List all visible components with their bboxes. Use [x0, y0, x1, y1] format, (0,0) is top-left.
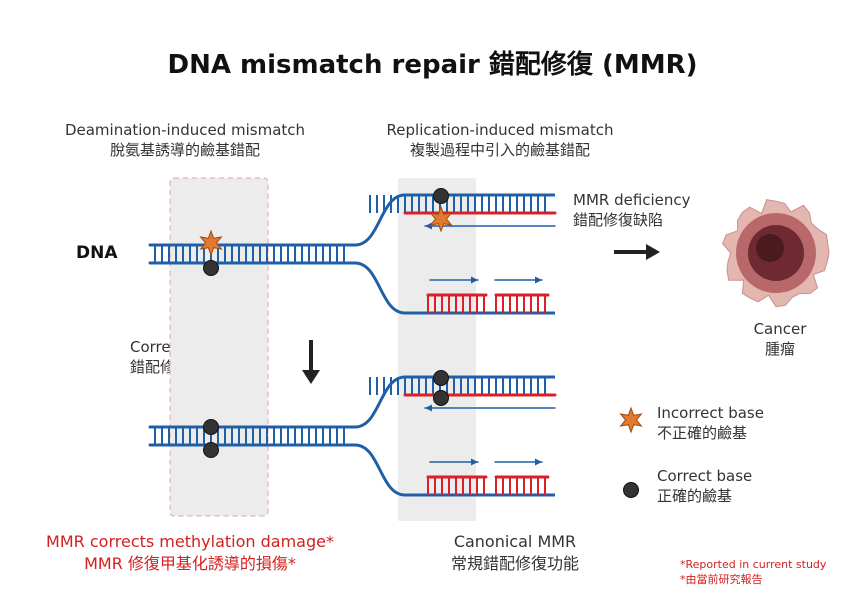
corrected-base-dot-bottom — [203, 442, 219, 458]
footnote-zh: *由當前研究報告 — [680, 573, 763, 586]
replication-label: Replication-induced mismatch 複製過程中引入的鹼基錯… — [350, 120, 650, 160]
footnote: *Reported in current study *由當前研究報告 — [680, 557, 826, 587]
top-fork-leading-arrow-head — [425, 222, 432, 230]
methylation-label-zh: MMR 修復甲基化誘導的損傷* — [84, 554, 296, 573]
top-correct-base-dot — [203, 260, 219, 276]
dna-label: DNA — [76, 243, 118, 263]
cancer-label-zh: 腫瘤 — [764, 340, 795, 358]
legend-correct-zh: 正確的鹼基 — [657, 487, 733, 505]
top-incorrect-base-star — [199, 229, 223, 257]
canonical-label: Canonical MMR 常規錯配修復功能 — [400, 531, 630, 575]
canonical-base-dot-top — [433, 370, 449, 386]
corrected-base-dot-top — [203, 419, 219, 435]
corrected-down-arrow-head — [302, 370, 320, 384]
legend-incorrect: Incorrect base 不正確的鹼基 — [657, 403, 764, 443]
bottom-fork-lagging-arrow-b-head — [535, 458, 542, 466]
canonical-label-en: Canonical MMR — [453, 532, 577, 551]
bottom-fork-lower-parental — [354, 443, 555, 497]
legend-correct: Correct base 正確的鹼基 — [657, 466, 752, 506]
replication-label-en: Replication-induced mismatch — [386, 121, 614, 139]
cancer-label: Cancer 腫瘤 — [730, 319, 830, 359]
deficiency-arrow-head — [646, 244, 660, 260]
bottom-fork-lagging-arrow-a-head — [471, 458, 478, 466]
legend-incorrect-zh: 不正確的鹼基 — [657, 424, 748, 442]
top-fork-lower-parental — [354, 261, 555, 315]
cancer-label-en: Cancer — [753, 320, 807, 338]
mmr-deficiency-zh: 錯配修復缺陷 — [573, 211, 664, 229]
legend-correct-dot-icon — [623, 482, 639, 498]
methylation-label-en: MMR corrects methylation damage* — [46, 532, 334, 551]
top-fork-upper-parental — [354, 193, 555, 247]
legend-incorrect-star-icon — [619, 406, 643, 434]
replication-label-zh: 複製過程中引入的鹼基錯配 — [409, 141, 590, 159]
footnote-en: *Reported in current study — [680, 558, 827, 571]
deamination-panel — [169, 177, 269, 517]
mmr-deficiency-label: MMR deficiency 錯配修復缺陷 — [573, 190, 691, 230]
page-title: DNA mismatch repair 錯配修復 (MMR) — [167, 50, 698, 80]
legend-correct-en: Correct base — [657, 467, 753, 485]
legend-incorrect-en: Incorrect base — [657, 404, 764, 422]
replication-correct-base-dot — [433, 188, 449, 204]
replication-incorrect-base-star — [429, 205, 453, 233]
top-fork-lagging-arrow-b-head — [535, 276, 542, 284]
canonical-base-dot-bottom — [433, 390, 449, 406]
bottom-fork-upper-parental — [354, 375, 555, 429]
mmr-deficiency-en: MMR deficiency — [573, 191, 691, 209]
replication-panel — [398, 178, 476, 521]
deamination-label-en: Deamination-induced mismatch — [64, 121, 306, 139]
deamination-label: Deamination-induced mismatch 脫氨基誘導的鹼基錯配 — [30, 120, 340, 160]
deamination-label-zh: 脫氨基誘導的鹼基錯配 — [109, 141, 260, 159]
cancer-center — [756, 234, 784, 262]
top-fork-lagging-arrow-a-head — [471, 276, 478, 284]
canonical-label-zh: 常規錯配修復功能 — [450, 554, 579, 573]
bottom-fork-leading-arrow-head — [425, 404, 432, 412]
methylation-label: MMR corrects methylation damage* MMR 修復甲… — [10, 531, 370, 575]
